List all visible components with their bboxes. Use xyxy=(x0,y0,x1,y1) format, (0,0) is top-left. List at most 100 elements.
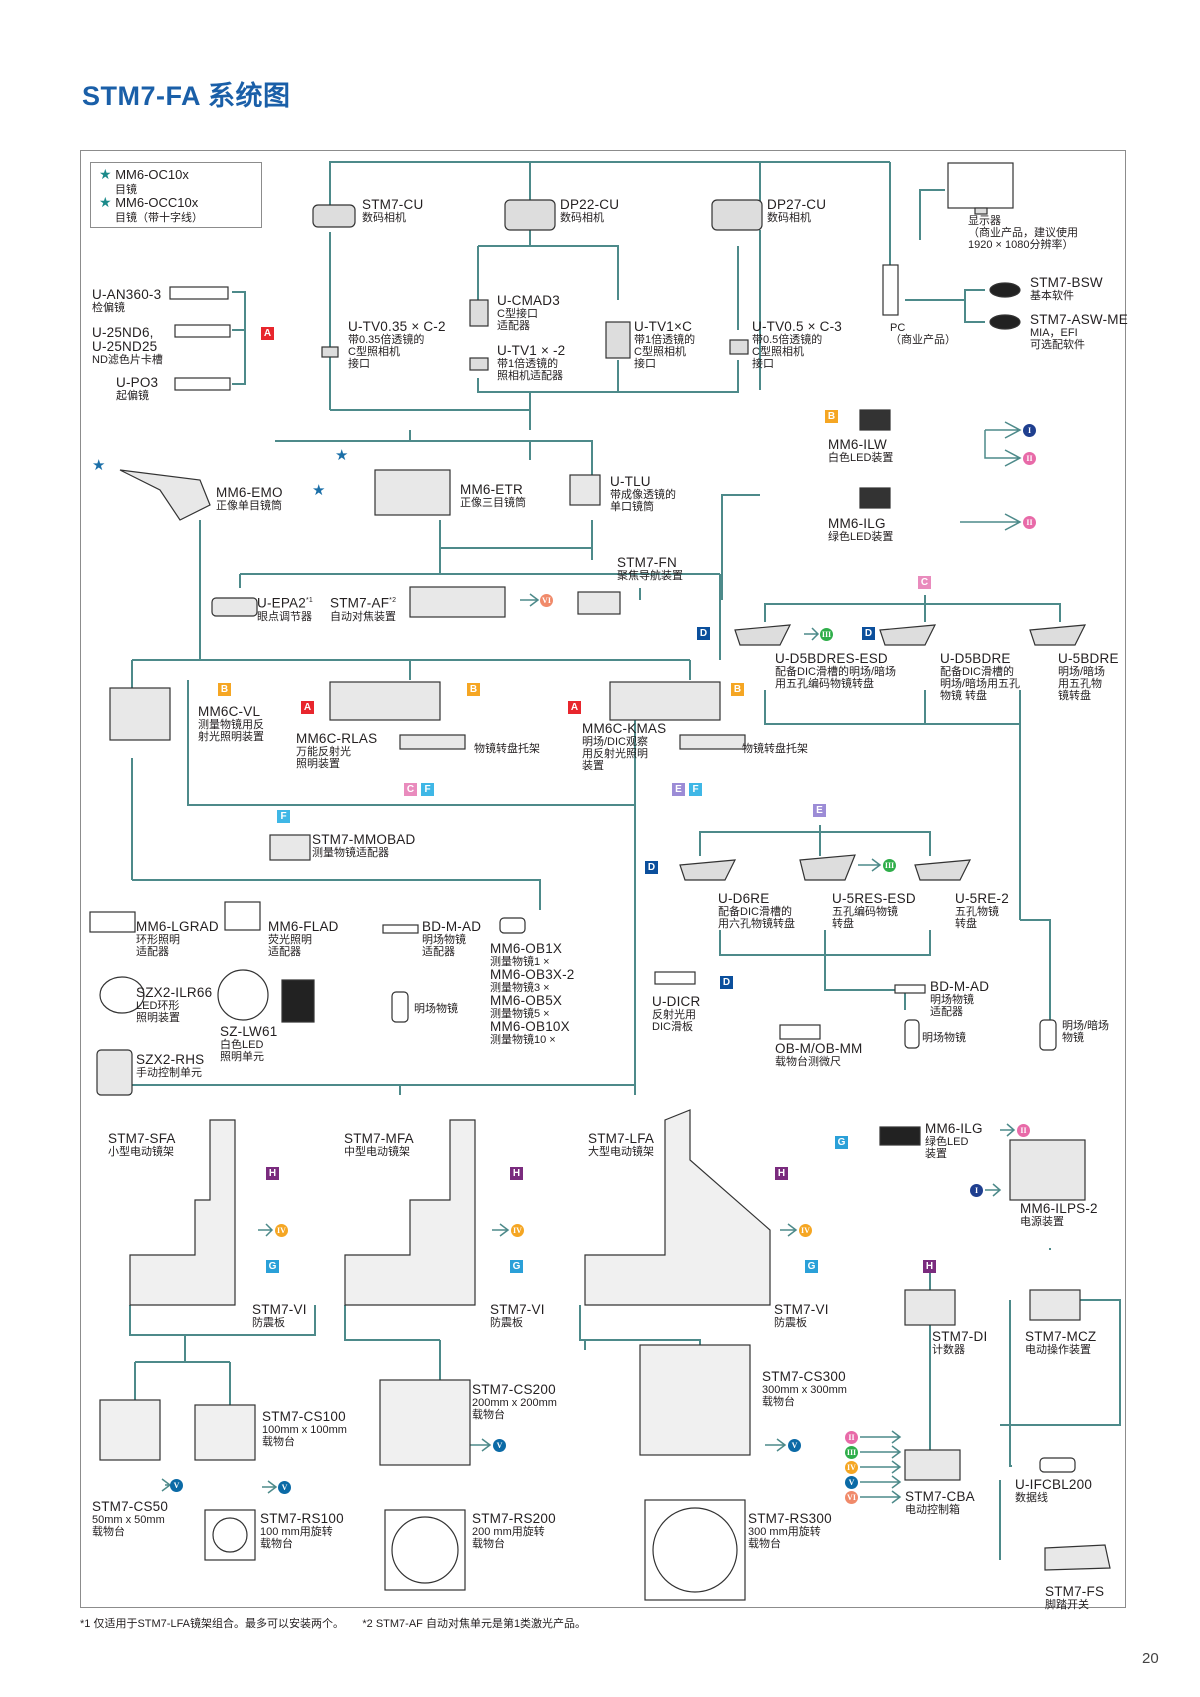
label-pc: PC（商业产品） xyxy=(890,322,956,346)
foot-switch-icon xyxy=(1044,1544,1111,1571)
circle-iv: IV xyxy=(511,1224,524,1237)
tag-c: C xyxy=(918,576,931,589)
camera-icon xyxy=(504,199,556,231)
tag-b: B xyxy=(467,683,480,696)
label-bf-objective-1: 明场物镜 xyxy=(414,1003,458,1015)
circle-i: I xyxy=(970,1184,983,1197)
circle-v: V xyxy=(278,1481,291,1494)
connection-lines xyxy=(129,161,1121,1560)
tag-f: F xyxy=(421,783,434,796)
star-icon: ★ xyxy=(92,457,106,474)
legend-name: MM6-OCC10x xyxy=(115,195,199,210)
footnote-1: *1 仅适用于STM7-LFA镜架组合。最多可以安装两个。 xyxy=(80,1618,345,1630)
trinocular-tube-icon xyxy=(374,469,451,516)
circle-v: V xyxy=(845,1476,858,1489)
small-stand-icon xyxy=(129,1119,236,1306)
polarizer-icon xyxy=(174,377,231,391)
tag-f: F xyxy=(277,810,290,823)
legend-name: MM6-OC10x xyxy=(115,167,189,182)
kmas-illuminator-icon xyxy=(609,681,721,721)
circle-v: V xyxy=(493,1439,506,1452)
tag-a: A xyxy=(261,327,274,340)
power-supply-icon xyxy=(1009,1139,1086,1201)
rlas-illuminator-icon xyxy=(329,681,441,721)
footnote-2: *2 STM7-AF 自动对焦单元是第1类激光产品。 xyxy=(362,1618,587,1630)
tag-d: D xyxy=(645,861,658,874)
tag-g: G xyxy=(835,1136,848,1149)
arrows xyxy=(161,421,1022,1504)
tag-e: E xyxy=(813,804,826,817)
star-icon: ★ xyxy=(312,482,326,499)
tag-g: G xyxy=(805,1260,818,1273)
legend-desc: 目镜 xyxy=(115,184,137,196)
circle-v: V xyxy=(170,1479,183,1492)
tag-h: H xyxy=(510,1167,523,1180)
tag-f: F xyxy=(689,783,702,796)
label-holder-1: 物镜转盘托架 xyxy=(474,743,540,755)
stage-cs100-icon xyxy=(194,1404,256,1461)
page-title: STM7-FA 系统图 xyxy=(82,81,291,111)
circle-iv: IV xyxy=(845,1461,858,1474)
circle-vi: VI xyxy=(845,1491,858,1504)
vl-illuminator-icon xyxy=(109,687,171,741)
star-icon: ★ xyxy=(335,447,349,464)
tag-h: H xyxy=(775,1167,788,1180)
tag-d: D xyxy=(697,627,710,640)
circle-iii: III xyxy=(820,628,833,641)
controller-icon xyxy=(1029,1289,1081,1321)
circle-ii: II xyxy=(845,1431,858,1444)
stage-cs200-icon xyxy=(379,1379,471,1466)
label-bd-objective: 明场/暗场物镜 xyxy=(1062,1020,1110,1044)
stage-cs50-icon xyxy=(99,1399,161,1461)
hand-controller-icon xyxy=(96,1049,133,1096)
footnotes: *1 仅适用于STM7-LFA镜架组合。最多可以安装两个。 *2 STM7-AF… xyxy=(80,1615,586,1631)
circle-ii: II xyxy=(1023,516,1036,529)
medium-stand-icon xyxy=(344,1119,476,1306)
tag-g: G xyxy=(266,1260,279,1273)
single-port-tube-icon xyxy=(569,474,601,506)
tag-a: A xyxy=(568,701,581,714)
label-holder-2: 物镜转盘托架 xyxy=(742,743,808,755)
monocular-tube-icon xyxy=(119,469,211,521)
circle-ii: II xyxy=(1023,452,1036,465)
diagram-frame xyxy=(80,150,1126,1608)
circle-v: V xyxy=(788,1439,801,1452)
circle-iv: IV xyxy=(799,1224,812,1237)
